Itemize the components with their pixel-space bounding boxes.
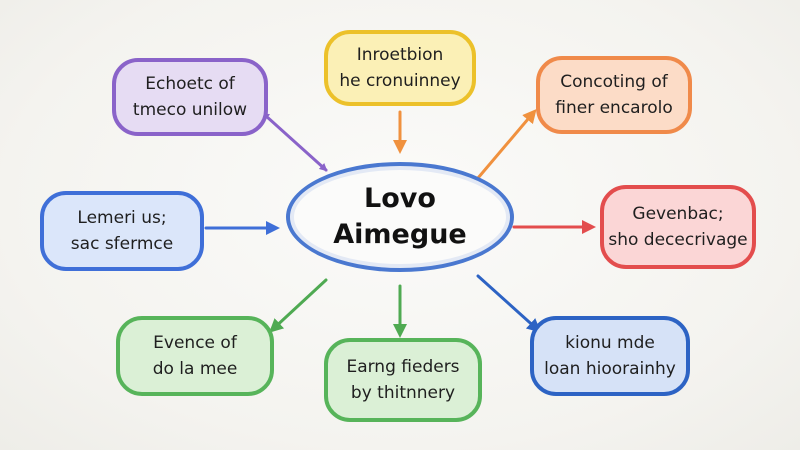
node-red: Gevenbac; sho dececrivage	[600, 185, 756, 269]
node-yellow-line2: he cronuinney	[339, 71, 461, 91]
node-green-bottom: Earng fieders by thitnnery	[324, 338, 482, 422]
central-node: Lovo Aimegue	[286, 162, 514, 272]
node-red-line1: Gevenbac;	[632, 204, 724, 224]
node-navy-line2: loan hioorainhy	[544, 359, 676, 379]
node-blue-line1: Lemeri us;	[77, 208, 167, 228]
arrow-navy	[476, 274, 541, 333]
node-red-line2: sho dececrivage	[608, 230, 748, 250]
node-purple-line2: tmeco unilow	[132, 100, 248, 120]
node-green-left-line2: do la mee	[152, 359, 238, 379]
node-navy-line1: kionu mde	[565, 333, 655, 353]
node-blue: Lemeri us; sac sfermce	[40, 191, 204, 271]
central-node-line1: Lovo	[364, 183, 436, 214]
node-purple: Echoetc of tmeco unilow	[112, 58, 268, 136]
node-purple-line1: Echoetc of	[145, 74, 235, 94]
node-orange-line2: finer encarolo	[555, 98, 673, 118]
node-orange-line1: Concoting of	[560, 72, 668, 92]
central-node-line2: Aimegue	[333, 219, 467, 250]
node-blue-line2: sac sfermce	[70, 234, 174, 254]
arrow-purple	[261, 111, 328, 172]
node-orange: Concoting of finer encarolo	[536, 56, 692, 134]
node-green-left-line1: Evence of	[153, 333, 237, 353]
node-green-left: Evence of do la mee	[116, 316, 274, 396]
arrow-green-left	[269, 278, 328, 333]
node-green-bottom-line1: Earng fieders	[346, 357, 460, 377]
arrow-orange	[476, 108, 537, 180]
node-yellow-line1: Inroetbion	[356, 45, 444, 65]
node-navy: kionu mde loan hioorainhy	[530, 316, 690, 396]
node-green-bottom-line2: by thitnnery	[350, 383, 456, 403]
node-yellow: Inroetbion he cronuinney	[324, 30, 476, 106]
